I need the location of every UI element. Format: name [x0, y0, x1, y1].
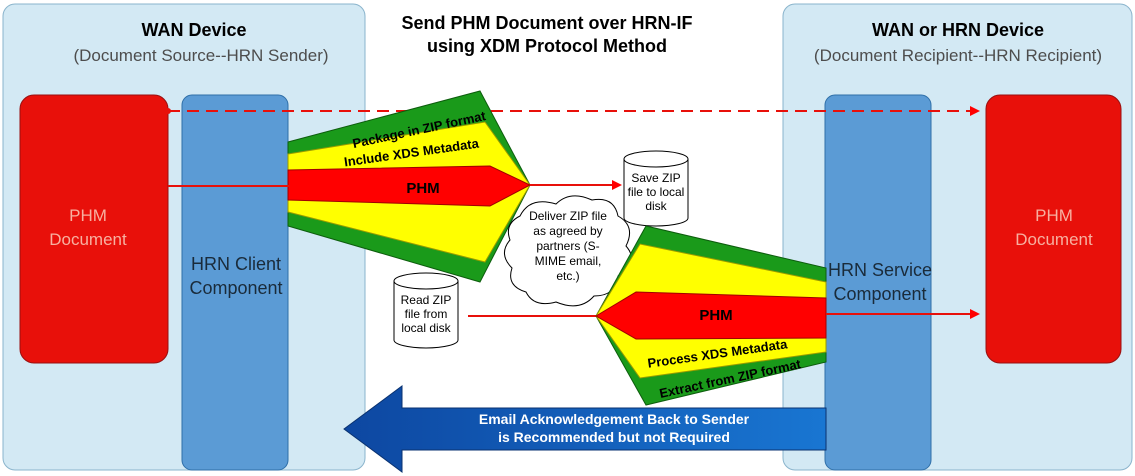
acknowledgement-arrow	[343, 385, 827, 473]
cloud-line5: etc.)	[556, 269, 579, 283]
save-disk-line2: file to local	[628, 185, 685, 199]
save-disk-cylinder	[623, 150, 689, 227]
read-disk-line2: file from	[405, 307, 448, 321]
right-panel-subtitle: (Document Recipient--HRN Recipient)	[814, 46, 1102, 65]
cloud-line4: MIME email,	[535, 254, 602, 268]
right-phm-document	[985, 94, 1122, 364]
left-panel-title: WAN Device	[141, 20, 246, 40]
save-disk-line3: disk	[645, 199, 667, 213]
diagram-title-line2: using XDM Protocol Method	[427, 36, 667, 56]
dashed-arrow-start-dot	[165, 108, 171, 114]
save-disk-line1: Save ZIP	[631, 171, 680, 185]
service-component-line1: HRN Service	[828, 260, 932, 280]
right-panel-title: WAN or HRN Device	[872, 20, 1044, 40]
hrn-service-component	[824, 94, 932, 471]
service-component-line2: Component	[833, 284, 926, 304]
left-doc-label-line2: Document	[49, 230, 127, 249]
send-funnel-inner-label: PHM	[406, 180, 439, 197]
read-disk-cylinder	[393, 272, 459, 349]
client-component-line1: HRN Client	[191, 254, 281, 274]
right-doc-label-line1: PHM	[1035, 206, 1073, 225]
left-panel-subtitle: (Document Source--HRN Sender)	[73, 46, 328, 65]
left-doc-label-line1: PHM	[69, 206, 107, 225]
receive-funnel-red	[595, 291, 827, 340]
cloud-line2: as agreed by	[533, 224, 602, 238]
cloud-line3: partners (S-	[536, 239, 599, 253]
hrn-client-component	[181, 94, 289, 471]
ack-line1: Email Acknowledgement Back to Sender	[479, 411, 750, 427]
client-component-line2: Component	[189, 278, 282, 298]
read-disk-line1: Read ZIP	[401, 293, 452, 307]
right-doc-label-line2: Document	[1015, 230, 1093, 249]
diagram-title-line1: Send PHM Document over HRN-IF	[401, 13, 692, 33]
send-funnel-red	[287, 165, 532, 207]
receive-funnel-inner-label: PHM	[699, 307, 732, 324]
left-phm-document	[19, 94, 169, 364]
cloud-line1: Deliver ZIP file	[529, 209, 607, 223]
read-disk-line3: local disk	[401, 321, 451, 335]
ack-line2: is Recommended but not Required	[498, 429, 730, 445]
